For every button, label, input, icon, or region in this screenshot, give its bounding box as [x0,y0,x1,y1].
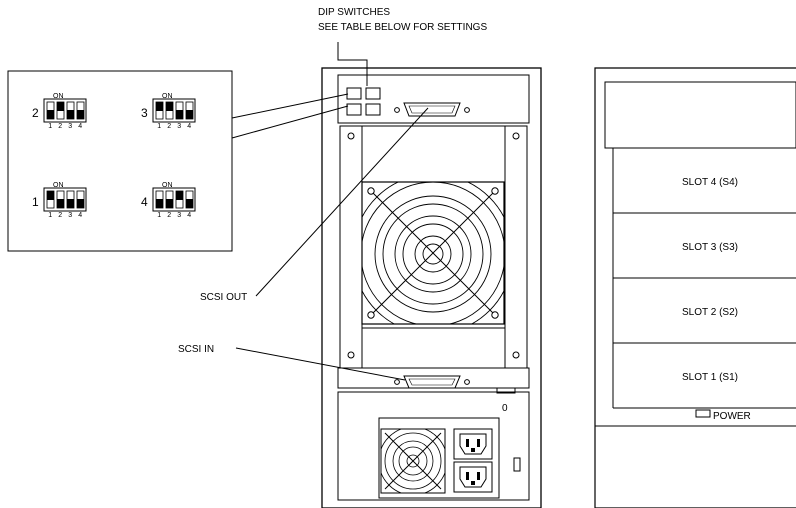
dip-on-label: ON [162,93,173,100]
slot-3-label: SLOT 3 (S3) [682,242,738,253]
dip-switch-toggle [156,102,163,111]
scsi-in-label: SCSI IN [178,344,214,355]
dip-switch-body [43,187,87,212]
dip-group-number: 1 [32,195,39,209]
dip-position-label: 3 [68,123,72,130]
dip-switch-toggle [57,102,64,111]
dip-position-label: 4 [78,123,82,130]
dip-switch-toggle [186,199,193,208]
dip-position-label: 2 [167,123,171,130]
dip-switch-toggle [176,191,183,200]
dip-switch-toggle [77,110,84,119]
slot-2-label: SLOT 2 (S2) [682,307,738,318]
dip-switch-body [152,187,196,212]
dip-switch-toggle [176,110,183,119]
controller-module [337,74,530,124]
slot-4-label: SLOT 4 (S4) [682,177,738,188]
dip-position-label: 3 [177,212,181,219]
scsi-out-connector [394,102,470,117]
dip-position-label: 1 [157,212,161,219]
power-switch-mark: 0 [502,403,508,414]
dip-position-label: 3 [177,123,181,130]
dip-switch-toggle [57,199,64,208]
dip-position-label: 4 [187,212,191,219]
dip-switch-toggle [67,199,74,208]
dip-switch-body [43,98,87,123]
enclosure-chassis: 0 [321,67,542,508]
dip-switch-block [346,87,381,116]
dip-group-number: 3 [141,106,148,120]
main-fan [361,181,505,325]
scsi-out-label: SCSI OUT [200,292,247,303]
dip-on-label: ON [53,93,64,100]
dip-switches-title: DIP SWITCHES [318,7,390,18]
dip-group-number: 2 [32,106,39,120]
slot-1-label: SLOT 1 (S1) [682,372,738,383]
scsi-in-panel [337,367,530,394]
front-view-enclosure: SLOT 4 (S4) SLOT 3 (S3) SLOT 2 (S2) SLOT… [594,67,796,508]
power-indicator [695,409,711,418]
dip-position-label: 4 [187,123,191,130]
dip-group-number: 4 [141,195,148,209]
dip-on-label: ON [162,182,173,189]
power-switch[interactable] [513,457,521,472]
dip-position-label: 2 [167,212,171,219]
power-supply: 0 [337,391,530,501]
dip-switches-subtitle: SEE TABLE BELOW FOR SETTINGS [318,22,487,33]
dip-position-label: 1 [48,123,52,130]
dip-switch-toggle [166,102,173,111]
power-inlet-upper [453,428,493,460]
dip-position-label: 2 [58,212,62,219]
dip-switch-toggle [156,199,163,208]
dip-position-label: 3 [68,212,72,219]
dip-position-label: 1 [48,212,52,219]
dip-switch-toggle [166,199,173,208]
dip-switch-toggle [67,110,74,119]
dip-position-label: 1 [157,123,161,130]
psu-fan [380,428,446,494]
dip-switch-toggle [47,110,54,119]
dip-on-label: ON [53,182,64,189]
dip-switch-body [152,98,196,123]
dip-switch-toggle [77,199,84,208]
dip-switch-toggle [47,191,54,200]
dip-switch-toggle [186,110,193,119]
dip-position-label: 2 [58,123,62,130]
power-label: POWER [713,411,751,422]
power-inlet-lower [453,461,493,493]
dip-position-label: 4 [78,212,82,219]
